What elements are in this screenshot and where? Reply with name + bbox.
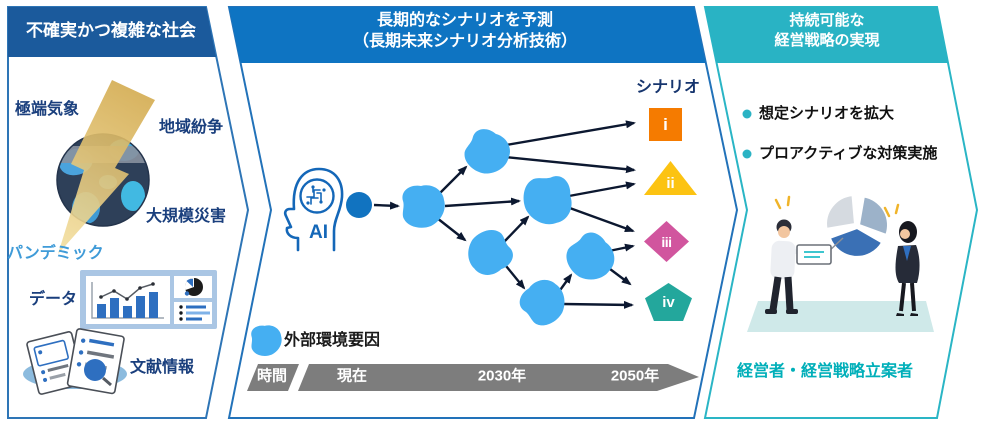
scenario-numeral: i — [663, 114, 668, 134]
label-literature: 文献情報 — [130, 359, 195, 376]
scenario-header-label: シナリオ — [636, 79, 701, 96]
scenario-badge-i: i — [649, 108, 682, 141]
literature-illustration — [23, 328, 127, 395]
left-panel-title: 不確実かつ複雑な社会 — [26, 21, 196, 40]
scenario-tree — [346, 120, 636, 333]
label-data: データ — [29, 291, 78, 308]
external-factor-legend-label: 外部環境要因 — [284, 332, 381, 349]
label-large-scale-disaster: 大規模災害 — [146, 208, 227, 225]
ai-label: AI — [309, 222, 328, 243]
center-panel-shape — [227, 6, 739, 419]
label-regional-conflict: 地域紛争 — [159, 119, 224, 136]
data-dashboard-illustration — [80, 270, 217, 329]
lightning-bolt-icon — [58, 80, 155, 254]
woman-figure — [895, 221, 920, 316]
audience-label: 経営者・経営戦略立案者 — [737, 363, 914, 380]
pie-chart — [825, 194, 889, 258]
timeline-axis — [247, 364, 699, 391]
man-figure — [765, 219, 832, 314]
ai-head-icon — [283, 167, 344, 252]
sparkle-icon — [774, 195, 900, 218]
scenario-numeral: ii — [666, 175, 675, 192]
start-node — [346, 192, 372, 218]
right-panel-title-line1: 持続可能な — [789, 12, 865, 29]
strategy-illustration — [747, 194, 934, 332]
timeline-tick-present: 現在 — [336, 367, 368, 385]
timeline-axis-label: 時間 — [256, 367, 288, 385]
bullet-expand-scenarios: 想定シナリオを拡大 — [759, 105, 895, 122]
label-pandemic: パンデミック — [7, 245, 104, 262]
center-panel-title-line1: 長期的なシナリオを予測 — [376, 12, 553, 29]
scenario-numeral: iv — [662, 293, 675, 311]
label-extreme-weather: 極端気象 — [15, 101, 80, 118]
scenario-numeral: iii — [661, 233, 672, 250]
bullet-dot — [742, 109, 752, 119]
timeline-tick-2050: 2050年 — [610, 367, 660, 385]
bullet-proactive-measures: プロアクティブな対策実施 — [759, 145, 938, 162]
center-panel-title-line2: （長期未来シナリオ分析技術） — [352, 33, 577, 50]
right-panel-title-line2: 経営戦略の実現 — [774, 32, 880, 49]
bullet-dot — [742, 149, 752, 159]
timeline-tick-2030: 2030年 — [477, 367, 527, 385]
